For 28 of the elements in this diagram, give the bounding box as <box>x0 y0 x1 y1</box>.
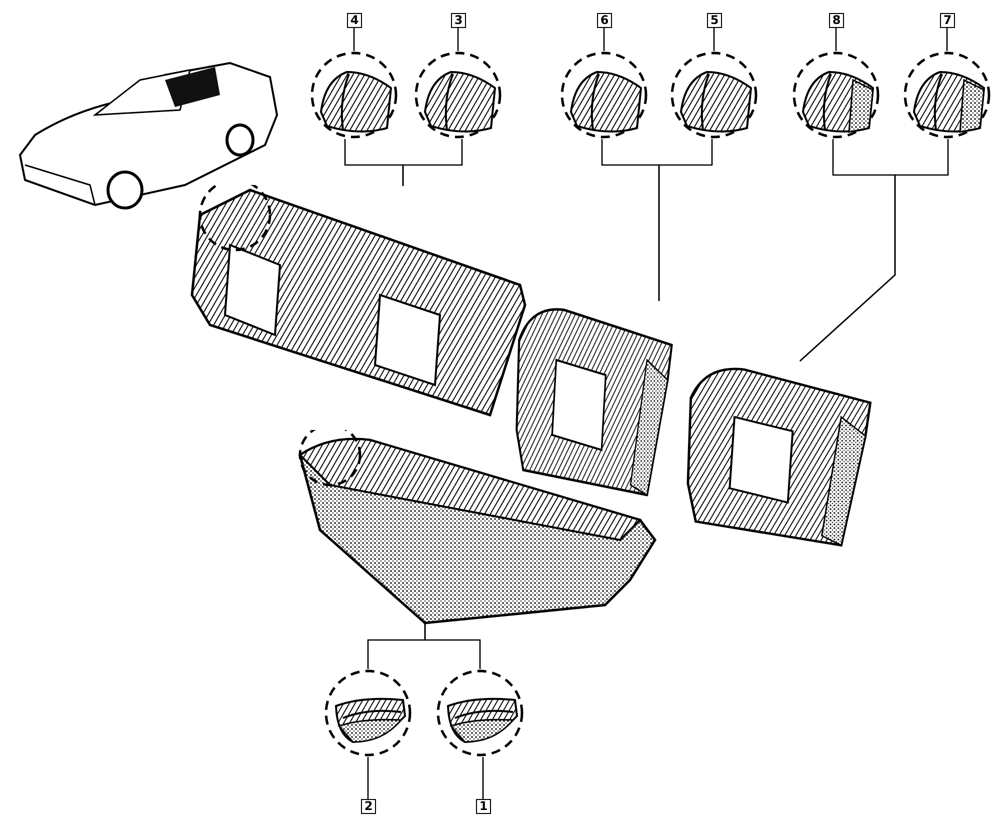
leader-line <box>603 27 605 51</box>
callout-number: 5 <box>707 13 722 28</box>
leader-line <box>367 757 369 800</box>
callout-number: 2 <box>361 799 376 814</box>
callout-number: 3 <box>451 13 466 28</box>
leader-line <box>835 27 837 51</box>
leader-line <box>800 139 949 362</box>
callout-number: 7 <box>940 13 955 28</box>
callout-number: 8 <box>829 13 844 28</box>
leader-line <box>658 139 713 301</box>
leader-line <box>713 27 715 51</box>
leader-line <box>946 27 948 51</box>
detail-circle-drawing <box>791 50 881 140</box>
callout-number: 4 <box>347 13 362 28</box>
detail-circle-drawing <box>902 50 992 140</box>
detail-circle-drawing <box>435 668 525 758</box>
detail-circle-drawing <box>559 50 649 140</box>
leader-line <box>402 139 463 186</box>
leader-line <box>424 624 481 669</box>
callout-number: 6 <box>597 13 612 28</box>
leader-line <box>353 27 355 51</box>
leader-line <box>457 27 459 51</box>
callout-number: 1 <box>476 799 491 814</box>
leader-line <box>482 757 484 800</box>
detail-circle-drawing <box>323 668 413 758</box>
detail-circle-drawing <box>309 50 399 140</box>
detail-circle-drawing <box>669 50 759 140</box>
detail-circle-drawing <box>413 50 503 140</box>
